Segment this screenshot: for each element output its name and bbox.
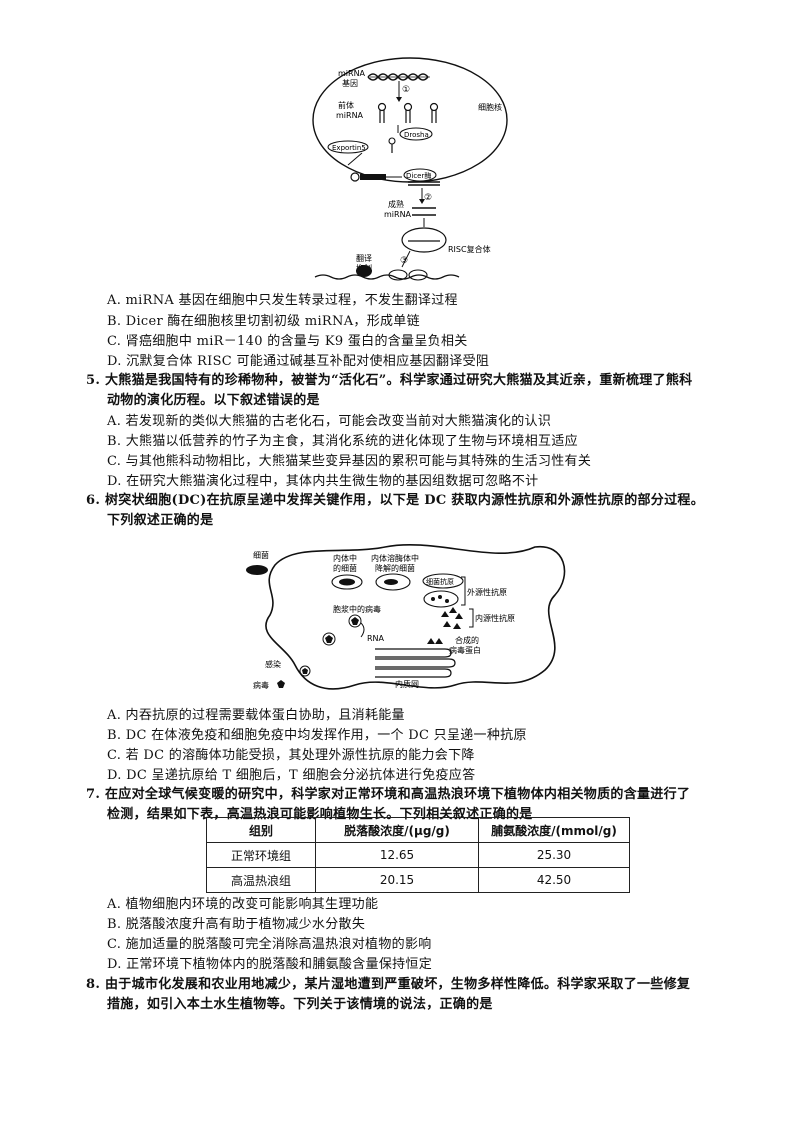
pre-mirna-stem <box>360 174 386 180</box>
mirna-gene-label-1: miRNA <box>338 69 366 78</box>
q5-option-d: D. 在研究大熊猫演化过程中，其体内共生微生物的基因组数据可忽略不计 <box>107 474 539 489</box>
table-row: 正常环境组 12.65 25.30 <box>206 842 630 868</box>
step-2-label: ② <box>424 193 432 203</box>
q8-stem-line2: 措施，如引入本土水生植物等。下列关于该情境的说法，正确的是 <box>107 997 493 1012</box>
table-row: 高温热浪组 20.15 42.50 <box>206 867 630 893</box>
drosha-label: Drosha <box>404 131 429 139</box>
endosome <box>331 574 363 590</box>
exogenous-antigen-label: 外源性抗原 <box>467 587 507 597</box>
table-cell: 42.50 <box>478 867 630 893</box>
cytoplasm-virus-label: 胞浆中的病毒 <box>333 604 381 614</box>
q6-option-c: C. 若 DC 的溶酶体功能受损，其处理外源性抗原的能力会下降 <box>107 748 475 763</box>
table-cell: 12.65 <box>315 842 479 868</box>
endogenous-antigen-label: 内源性抗原 <box>475 613 515 623</box>
precursor-label-1: 前体 <box>338 100 354 110</box>
infection-label: 感染 <box>265 659 281 669</box>
synth-protein-label-2: 病毒蛋白 <box>449 645 481 655</box>
q6-option-b: B. DC 在体液免疫和细胞免疫中均发挥作用，一个 DC 只呈递一种抗原 <box>107 728 527 743</box>
q5-stem-line2: 动物的演化历程。以下叙述错误的是 <box>107 393 320 408</box>
er-label: 内质网 <box>395 679 419 689</box>
lysosome-label-2: 降解的细菌 <box>375 563 415 573</box>
mirna-pathway-diagram: miRNA 基因 ① 前体 miRNA 细胞核 Drosha Exportin5… <box>312 57 508 281</box>
table-header-proline: 脯氨酸浓度/(mmol/g) <box>478 817 630 843</box>
endogenous-antigen-icon <box>441 607 463 629</box>
mature-label-1: 成熟 <box>388 199 404 209</box>
synth-protein-label-1: 合成的 <box>455 635 479 645</box>
bacteria-icon <box>246 565 268 575</box>
precursor-label-2: miRNA <box>336 111 364 120</box>
nucleus-label: 细胞核 <box>478 102 502 112</box>
q8-stem-line1: 8. 由于城市化发展和农业用地减少，某片湿地遭到严重破坏，生物多样性降低。科学家… <box>86 977 691 992</box>
step-3-label: ③ <box>400 256 408 266</box>
q6-option-d: D. DC 呈递抗原给 T 细胞后，T 细胞会分泌抗体进行免疫应答 <box>107 768 476 783</box>
exportin-protein <box>327 140 369 154</box>
bacterial-antigen-label: 细菌抗原 <box>426 577 454 586</box>
dna-helix-icon <box>367 73 430 81</box>
q5-stem-line1: 5. 大熊猫是我国特有的珍稀物种，被誉为“活化石”。科学家通过研究大熊猫及其近亲… <box>86 373 693 388</box>
q7-option-a: A. 植物细胞内环境的改变可能影响其生理功能 <box>107 897 379 912</box>
q5-option-c: C. 与其他熊科动物相比，大熊猫某些变异基因的累积可能与其特殊的生活习性有关 <box>107 454 592 469</box>
q6-stem-line2: 下列叙述正确的是 <box>107 513 214 528</box>
endo-bacteria-label-2: 的细菌 <box>333 563 357 573</box>
step-1-label: ① <box>402 85 410 95</box>
mature-label-2: miRNA <box>384 210 412 219</box>
table-cell: 25.30 <box>478 842 630 868</box>
risc-label: RISC复合体 <box>448 244 491 254</box>
q6-stem-line1: 6. 树突状细胞(DC)在抗原呈递中发挥关键作用，以下是 DC 获取内源性抗原和… <box>86 493 704 508</box>
mirna-gene-label-2: 基因 <box>342 78 358 88</box>
q7-option-d: D. 正常环境下植物体内的脱落酸和脯氨酸含量保持恒定 <box>107 957 433 972</box>
bacterial-antigen-vesicle <box>422 573 464 589</box>
cell-membrane <box>265 543 566 690</box>
table-cell: 高温热浪组 <box>206 867 316 893</box>
endolysosome <box>375 573 411 591</box>
q7-option-c: C. 施加适量的脱落酸可完全消除高温热浪对植物的影响 <box>107 937 432 952</box>
virus-particle-icon <box>351 617 359 625</box>
dicer-label: Dicer酶 <box>406 171 431 180</box>
bacteria-label: 细菌 <box>253 550 269 560</box>
table-cell: 正常环境组 <box>206 842 316 868</box>
virus-icon <box>277 680 285 688</box>
drosha-enzyme <box>399 127 433 141</box>
dendritic-cell-diagram: 细菌 内体中 的细菌 内体溶酶体中 降解的细菌 细菌抗原 外源性抗原 内源性抗原… <box>246 543 566 690</box>
ribosome-icon <box>356 265 372 277</box>
q5-option-a: A. 若发现新的类似大熊猫的古老化石，可能会改变当前对大熊猫演化的认识 <box>107 414 552 429</box>
q4-option-b: B. Dicer 酶在细胞核里切割初级 miRNA，形成单链 <box>107 314 420 329</box>
rna-label: RNA <box>367 634 385 643</box>
q7-data-table: 组别 脱落酸浓度/(μg/g) 脯氨酸浓度/(mmol/g) 正常环境组 12.… <box>206 817 630 893</box>
q4-option-a: A. miRNA 基因在细胞中只发生转录过程，不发生翻译过程 <box>107 293 458 308</box>
q7-stem-line1: 7. 在应对全球气候变暖的研究中，科学家对正常环境和高温热浪环境下植物体内相关物… <box>86 787 691 802</box>
virus-label: 病毒 <box>253 680 269 690</box>
table-header-aba: 脱落酸浓度/(μg/g) <box>315 817 479 843</box>
exportin-label: Exportin5 <box>332 144 366 152</box>
q4-option-c: C. 肾癌细胞中 miR－140 的含量与 K9 蛋白的含量呈负相关 <box>107 334 468 349</box>
q7-option-b: B. 脱落酸浓度升高有助于植物减少水分散失 <box>107 917 366 932</box>
q4-option-d: D. 沉默复合体 RISC 可能通过碱基互补配对使相应基因翻译受阻 <box>107 354 490 369</box>
table-header-group: 组别 <box>206 817 316 843</box>
q6-option-a: A. 内吞抗原的过程需要载体蛋白协助，且消耗能量 <box>107 708 405 723</box>
table-header-row: 组别 脱落酸浓度/(μg/g) 脯氨酸浓度/(mmol/g) <box>206 817 630 843</box>
q5-option-b: B. 大熊猫以低营养的竹子为主食，其消化系统的进化体现了生物与环境相互适应 <box>107 434 578 449</box>
endo-bacteria-label-1: 内体中 <box>333 553 357 563</box>
table-cell: 20.15 <box>315 867 479 893</box>
risc-complex <box>401 227 447 253</box>
translation-label-1: 翻译 <box>356 254 372 263</box>
hairpin-icon <box>377 102 439 123</box>
lysosome-label-1: 内体溶酶体中 <box>371 553 419 563</box>
dicer-enzyme <box>403 168 437 182</box>
er-icon <box>375 648 456 678</box>
